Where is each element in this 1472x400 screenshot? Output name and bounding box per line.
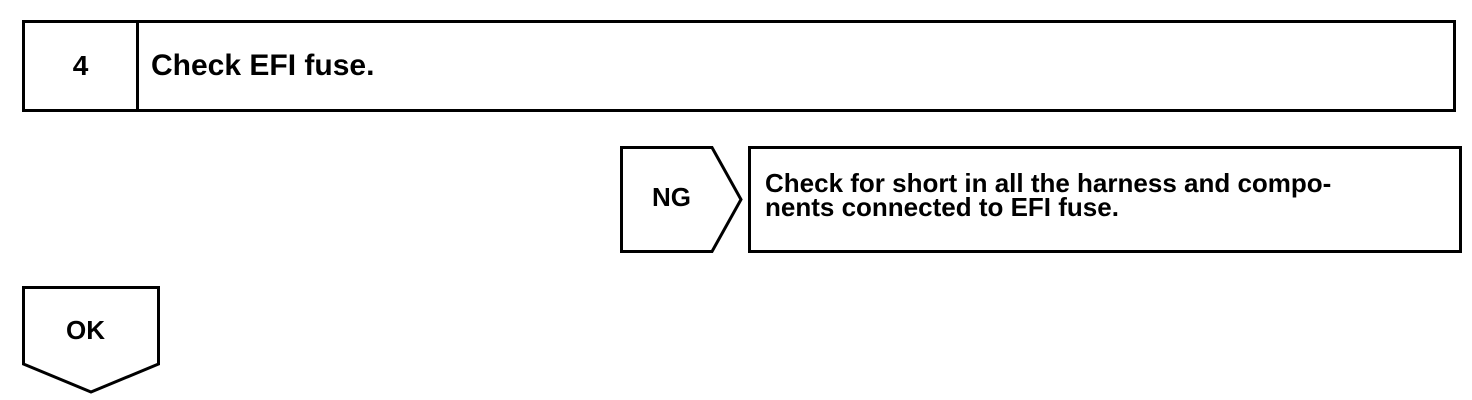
step-number: 4 <box>25 23 139 109</box>
ng-arrow-shape: NG <box>620 146 744 253</box>
step-title: Check EFI fuse. <box>151 49 375 82</box>
ok-arrow-outline <box>22 286 160 394</box>
ng-label: NG <box>652 182 691 212</box>
ok-label: OK <box>66 315 105 345</box>
ok-arrow-shape: OK <box>22 286 160 394</box>
ng-arrow-outline <box>620 146 743 253</box>
ng-action-box: Check for short in all the harness and c… <box>748 146 1462 253</box>
ng-action-line-1: Check for short in all the harness and c… <box>765 168 1332 198</box>
step-box: 4 Check EFI fuse. <box>22 20 1456 112</box>
ng-action-line-2: nents connected to EFI fuse. <box>765 192 1119 222</box>
